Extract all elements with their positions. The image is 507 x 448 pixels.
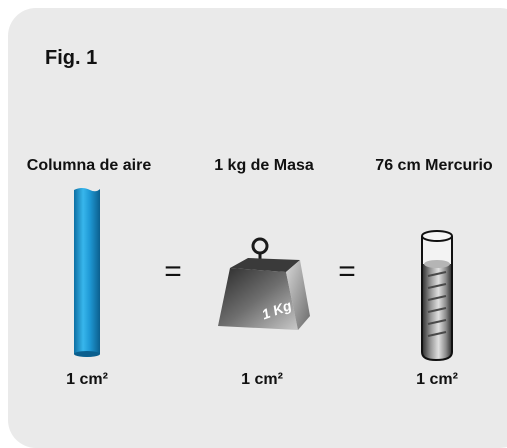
caption-air-column: Columna de aire <box>26 157 152 174</box>
figure-label: Fig. 1 <box>45 47 98 69</box>
weight-illustration: 1 Kg <box>218 237 310 330</box>
unit-mass: 1 cm² <box>241 371 283 388</box>
unit-mercury: 1 cm² <box>416 371 458 388</box>
air-column-illustration <box>74 188 100 357</box>
equals-sign-2: = <box>338 255 356 288</box>
mercury-tube-illustration <box>421 230 453 362</box>
unit-air-column: 1 cm² <box>66 371 108 388</box>
caption-mass: 1 kg de Masa <box>214 157 314 174</box>
weight-ring-icon <box>251 237 269 255</box>
caption-mercury: 76 cm Mercurio <box>375 157 493 174</box>
equals-sign-1: = <box>164 255 182 288</box>
